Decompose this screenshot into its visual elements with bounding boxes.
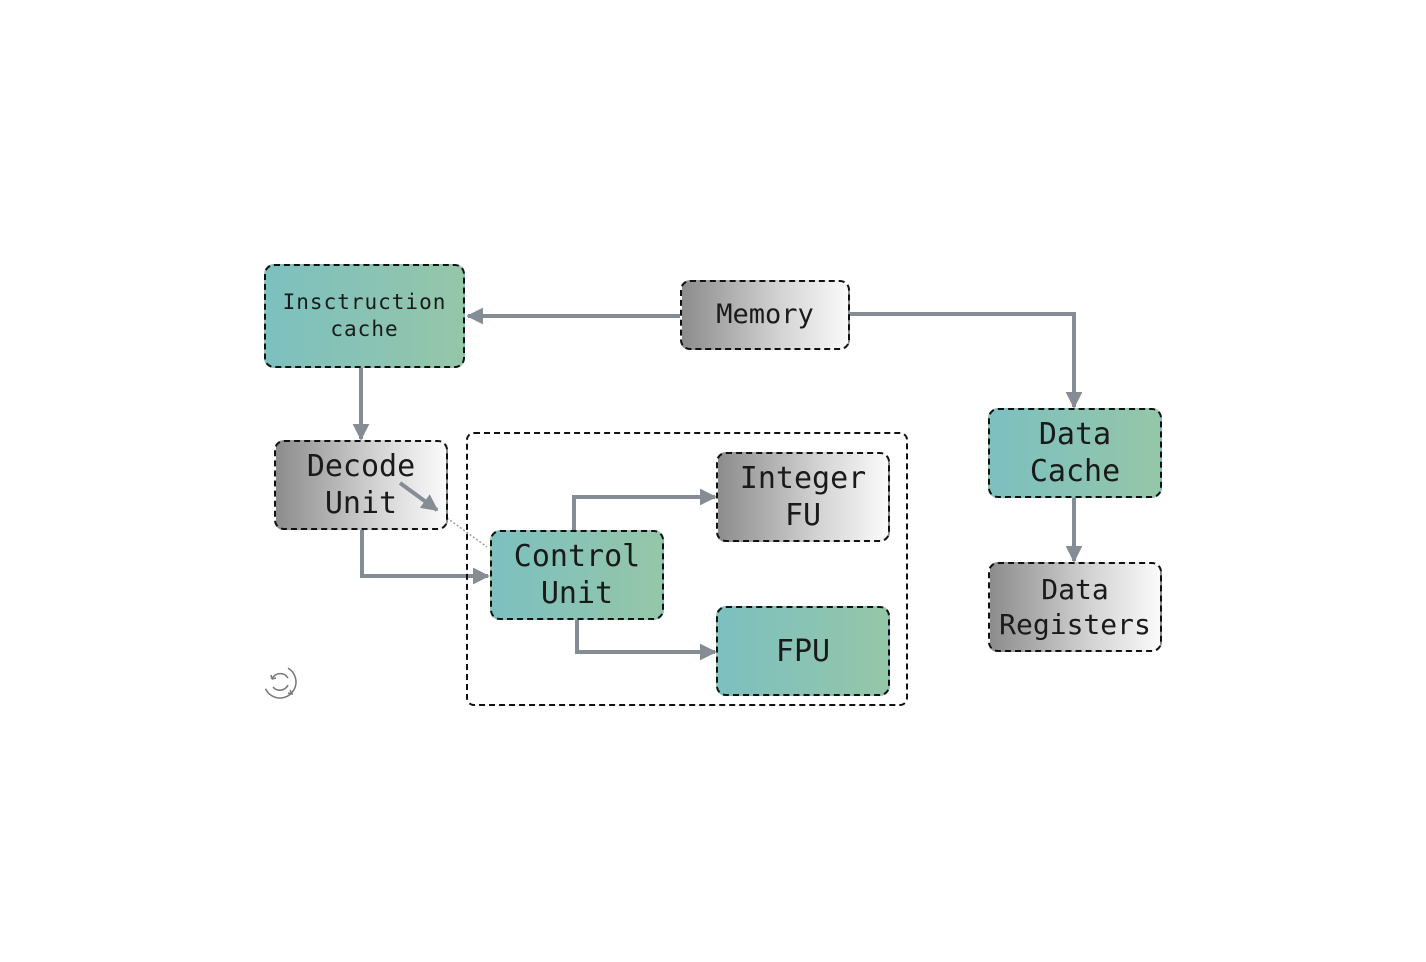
edge-control-unit-to-fpu — [575, 619, 717, 661]
integer-fu-node[interactable]: Integer FU — [716, 452, 890, 542]
control-unit-node[interactable]: Control Unit — [490, 530, 664, 620]
fpu-node[interactable]: FPU — [716, 606, 890, 696]
fpu-label: FPU — [775, 633, 831, 669]
refresh-icon[interactable] — [261, 663, 299, 701]
data-registers-node[interactable]: Data Registers — [988, 562, 1162, 652]
instruction-cache-label: Insctruction cache — [282, 289, 447, 341]
data-registers-label: Data Registers — [999, 573, 1151, 641]
decode-unit-label: Decode Unit — [306, 448, 416, 522]
data-cache-label: Data Cache — [1029, 416, 1121, 490]
edge-control-unit-to-integer-fu — [572, 488, 717, 531]
memory-node[interactable]: Memory — [680, 280, 850, 350]
decode-unit-node[interactable]: Decode Unit — [274, 440, 448, 530]
memory-label: Memory — [716, 299, 814, 331]
edge-memory-to-data-cache — [849, 312, 1083, 409]
integer-fu-label: Integer FU — [739, 460, 867, 534]
decode-inner-arrow — [398, 481, 439, 512]
instruction-cache-node[interactable]: Insctruction cache — [264, 264, 465, 368]
data-cache-node[interactable]: Data Cache — [988, 408, 1162, 498]
execution-group — [466, 432, 908, 706]
edge-decode-unit-to-control-unit — [360, 529, 490, 585]
control-unit-label: Control Unit — [513, 538, 641, 612]
